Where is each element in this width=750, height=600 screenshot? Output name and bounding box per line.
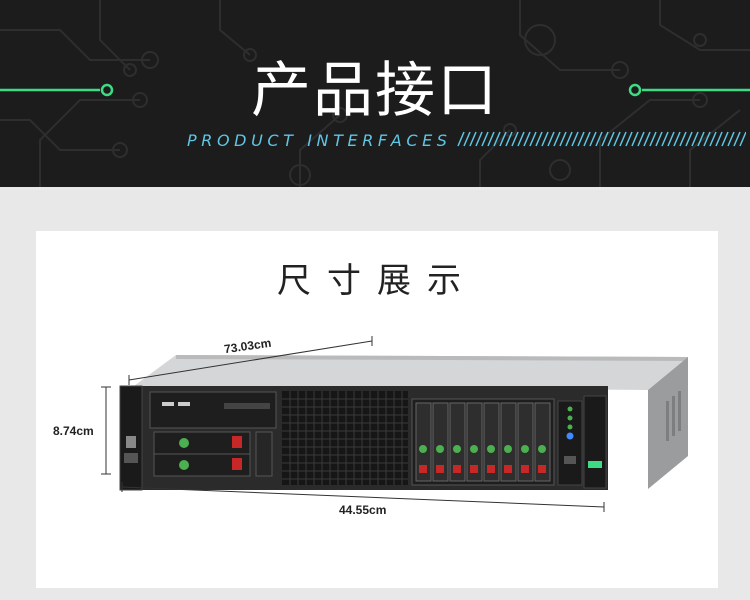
dimension-card: 尺寸展示 xyxy=(36,231,718,588)
banner-title: 产品接口 xyxy=(251,56,499,126)
server-illustration xyxy=(101,336,688,512)
width-label: 44.55cm xyxy=(339,503,387,517)
height-label: 8.74cm xyxy=(53,424,94,438)
header-banner: 产品接口 PRODUCT INTERFACES xyxy=(0,0,750,187)
hatch-decoration xyxy=(457,131,746,147)
banner-subtitle: PRODUCT INTERFACES xyxy=(187,131,452,150)
circuit-pattern xyxy=(0,0,750,187)
card-title: 尺寸展示 xyxy=(277,261,477,301)
